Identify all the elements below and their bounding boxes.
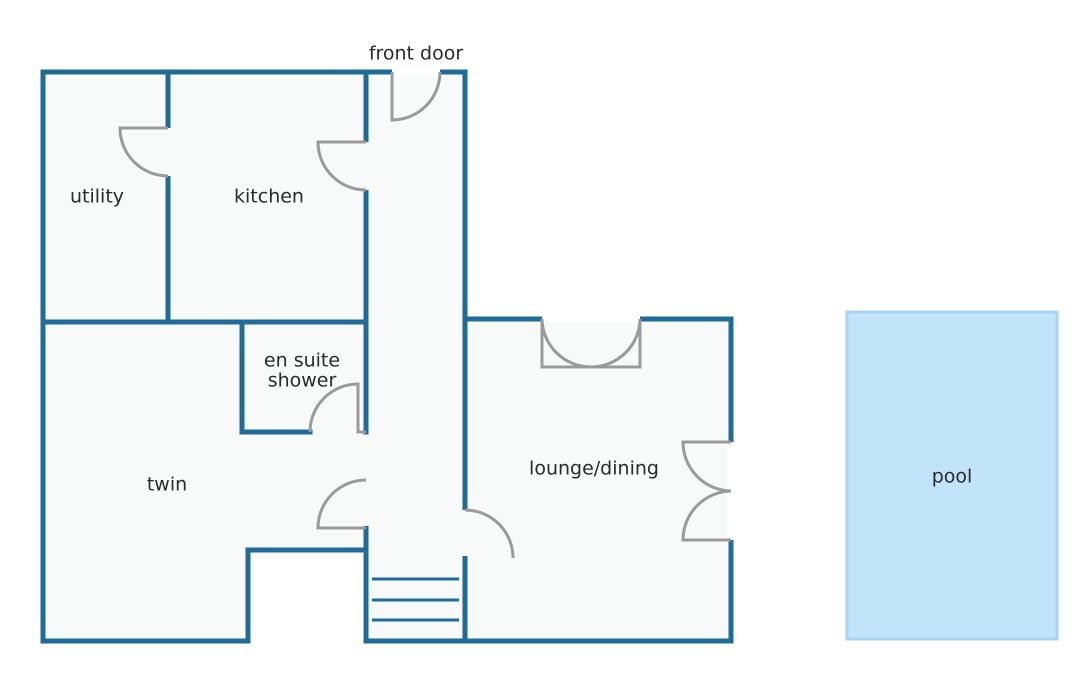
floor-areas: [43, 72, 731, 641]
kitchen-door: [316, 140, 367, 192]
label-kitchen: kitchen: [234, 186, 304, 208]
floor-utility: [43, 72, 168, 322]
label-utility: utility: [70, 186, 124, 208]
en-suite-door: [308, 382, 366, 434]
floor-kitchen: [168, 72, 366, 322]
label-front-door: front door: [369, 43, 464, 65]
utility-door: [118, 126, 169, 178]
floor-twin-lower: [43, 548, 248, 641]
label-shower: shower: [268, 370, 337, 392]
french-door-side: [681, 440, 732, 542]
floor-hallway: [366, 72, 465, 641]
floor-lounge: [465, 319, 731, 641]
front-door: [390, 71, 442, 122]
twin-door: [316, 478, 367, 530]
en-suite-wall: [239, 319, 313, 435]
label-lounge-dining: lounge/dining: [529, 458, 659, 480]
label-en-suite: en suite: [264, 350, 340, 372]
doors: [118, 71, 732, 559]
lounge-door: [464, 508, 515, 559]
label-pool: pool: [932, 466, 973, 488]
pool: [845, 310, 1059, 641]
room-labels: front door utility kitchen en suite show…: [70, 43, 972, 496]
french-door-top: [540, 318, 642, 369]
left-wing-outer-wall: [40, 69, 369, 644]
stairs: [372, 577, 459, 622]
floor-twin-upper: [43, 322, 366, 550]
label-twin: twin: [147, 474, 187, 496]
